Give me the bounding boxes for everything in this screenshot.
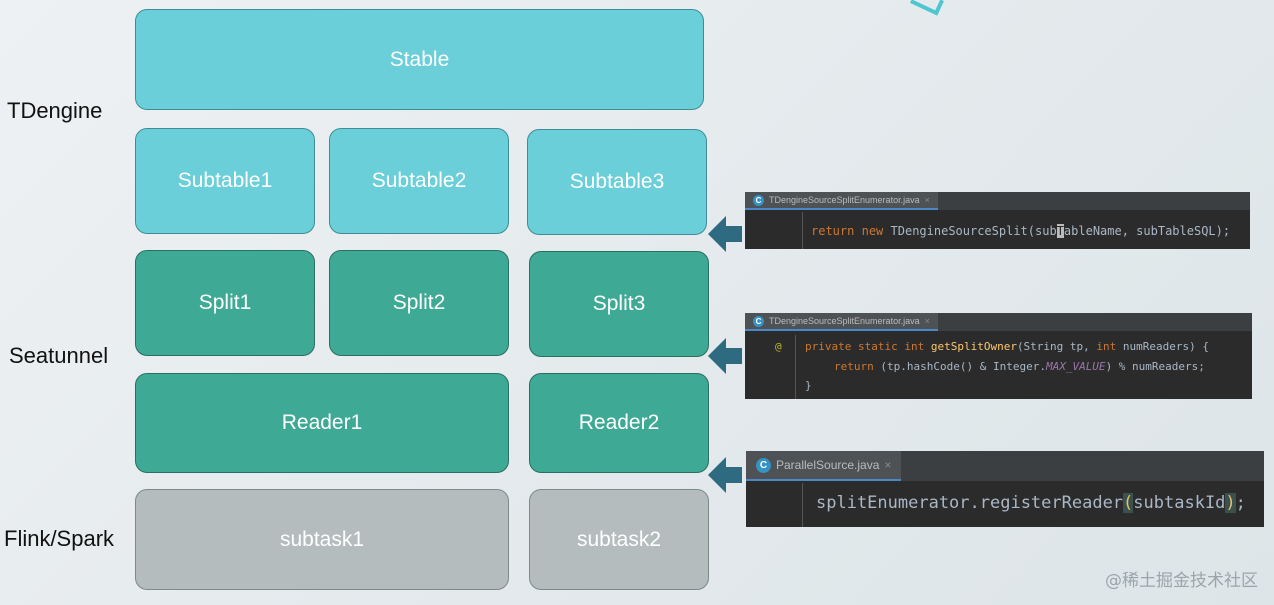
code-line: private static int getSplitOwner(String … (805, 340, 1210, 353)
java-class-icon: C (753, 315, 764, 327)
java-class-icon: C (753, 194, 764, 206)
arrow-left-icon (708, 216, 742, 252)
editor-tabbar: C ParallelSource.java × (746, 451, 1264, 481)
tab-filename: TDengineSourceSplitEnumerator.java (769, 195, 920, 205)
stable-box: Stable (135, 9, 704, 110)
close-icon[interactable]: × (884, 458, 892, 472)
close-icon[interactable]: × (924, 316, 930, 326)
code-line: splitEnumerator.registerReader(subtaskId… (816, 493, 1246, 513)
stable-label: Stable (389, 47, 450, 71)
subtask-box: subtask1 (135, 489, 509, 590)
editor-gutter (795, 335, 796, 399)
subtask-label: subtask1 (279, 527, 365, 551)
split-label: Split3 (592, 292, 646, 315)
editor-tab[interactable]: C ParallelSource.java × (746, 451, 902, 481)
subtable-box: Subtable2 (329, 128, 509, 234)
reader-label: Reader2 (578, 411, 660, 434)
subtable-label: Subtable1 (177, 169, 273, 192)
code-panel-register-reader: C ParallelSource.java × splitEnumerator.… (746, 451, 1264, 527)
split-box: Split1 (135, 250, 315, 356)
split-label: Split1 (198, 291, 252, 314)
code-line: return new TDengineSourceSplit(subTableN… (811, 224, 1231, 238)
reader-box: Reader2 (529, 373, 709, 473)
editor-tabbar: C TDengineSourceSplitEnumerator.java × (745, 192, 1250, 210)
tab-filename: ParallelSource.java (776, 458, 880, 472)
text-caret: T (1056, 224, 1064, 238)
subtask-box: subtask2 (529, 489, 709, 590)
layer-label-tdengine: TDengine (7, 98, 103, 123)
code-panel-split-creation: C TDengineSourceSplitEnumerator.java × r… (745, 192, 1250, 249)
reader-box: Reader1 (135, 373, 509, 473)
code-line: } (805, 379, 812, 392)
split-box: Split2 (329, 250, 509, 356)
editor-tab[interactable]: C TDengineSourceSplitEnumerator.java × (745, 313, 938, 331)
arrow-left-icon (708, 457, 742, 493)
split-box: Split3 (529, 251, 709, 357)
watermark: @稀土掘金技术社区 (1105, 571, 1258, 591)
subtable-box: Subtable1 (135, 128, 315, 234)
override-marker: @ (775, 340, 782, 353)
subtable-box: Subtable3 (527, 129, 707, 235)
close-icon[interactable]: × (924, 195, 930, 205)
editor-gutter (802, 212, 803, 249)
editor-gutter (802, 483, 803, 527)
tab-filename: TDengineSourceSplitEnumerator.java (769, 316, 920, 326)
subtable-label: Subtable2 (371, 169, 467, 192)
arrow-left-icon (708, 338, 742, 374)
layer-label-flink-spark: Flink/Spark (4, 526, 115, 551)
code-panel-split-owner: C TDengineSourceSplitEnumerator.java × @… (745, 313, 1252, 399)
split-label: Split2 (392, 291, 446, 314)
editor-tabbar: C TDengineSourceSplitEnumerator.java × (745, 313, 1252, 331)
subtable-label: Subtable3 (569, 170, 665, 193)
reader-label: Reader1 (281, 411, 363, 434)
editor-tab[interactable]: C TDengineSourceSplitEnumerator.java × (745, 192, 938, 210)
subtask-label: subtask2 (576, 527, 662, 551)
code-line: return (tp.hashCode() & Integer.MAX_VALU… (834, 360, 1205, 373)
layer-label-seatunnel: Seatunnel (9, 343, 109, 368)
accent-decoration (910, 0, 944, 16)
java-class-icon: C (756, 457, 771, 473)
